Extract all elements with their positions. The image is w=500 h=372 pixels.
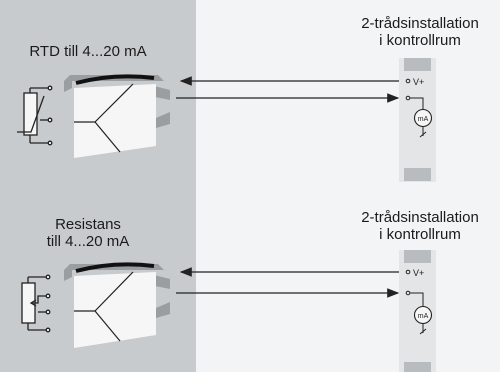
transmitter-module [64,74,170,158]
ammeter-icon [413,108,433,128]
sensor-label-line2: till 4...20 mA [46,233,130,250]
rtd-sensor-icon [17,85,53,146]
module-side-left [64,81,72,92]
receiver-unit [399,58,436,182]
terminal-v-label: V+ [413,77,424,87]
meter-unit-label: mA [418,313,429,320]
section-1 [17,58,436,182]
module-top-arc [75,74,155,85]
transmitter-module [64,262,170,348]
module-side-right-lower [156,112,170,128]
sensor-label: RTD till 4...20 mA [29,43,147,60]
ammeter-icon [413,305,433,325]
receiver-label-line2: i kontrollrum [379,226,461,243]
receiver-label-line1: 2-trådsinstallation [361,15,479,32]
receiver-label-line1: 2-trådsinstallation [361,209,479,226]
module-face [74,84,156,158]
receiver-unit [399,250,436,372]
right-panel [196,0,500,372]
section-2 [21,250,436,372]
potentiometer-sensor-icon [21,274,51,333]
meter-unit-label: mA [418,116,429,123]
receiver-label-line2: i kontrollrum [379,32,461,49]
sensor-label-line1: Resistans [55,216,121,233]
terminal-v-label: V+ [413,268,424,278]
